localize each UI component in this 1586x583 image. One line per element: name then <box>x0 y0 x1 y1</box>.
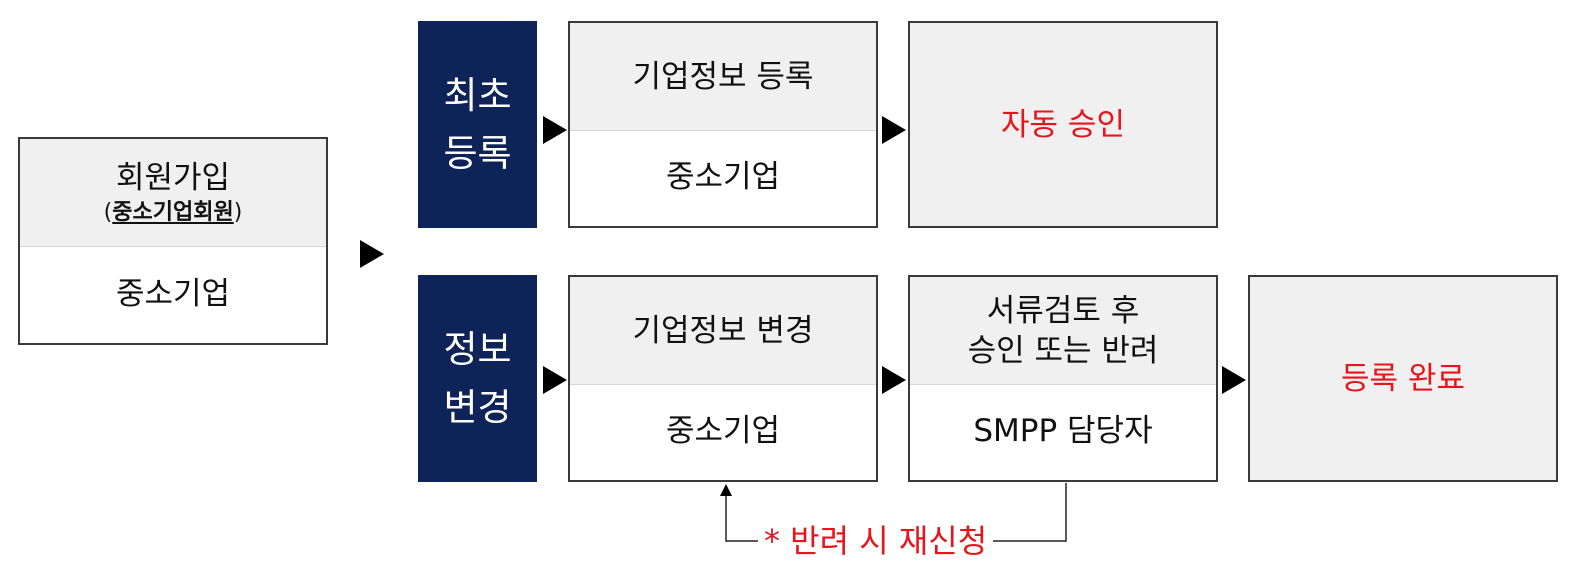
signup-title: 회원가입 <box>115 159 231 196</box>
auto-approval-box: 자동 승인 <box>908 21 1218 228</box>
signup-subtitle-text: 중소기업회원 <box>112 199 234 225</box>
signup-box: 회원가입 (중소기업회원) 중소기업 <box>18 137 328 345</box>
register-step-actor: 중소기업 <box>665 159 781 195</box>
row2-arrow-3-icon <box>1222 366 1246 394</box>
row1-arrow-2-icon <box>882 116 906 144</box>
review-step-header: 서류검토 후 승인 또는 반려 <box>910 277 1216 385</box>
tag-initial-registration: 최초 등록 <box>418 21 537 228</box>
register-step-actor-cell: 중소기업 <box>570 128 876 226</box>
change-step-title: 기업정보 변경 <box>632 312 814 349</box>
change-step-header: 기업정보 변경 <box>570 277 876 385</box>
review-step-actor: SMPP 담당자 <box>973 413 1153 449</box>
auto-approval-label: 자동 승인 <box>1001 106 1125 143</box>
row1-arrow-1-icon <box>543 116 567 144</box>
rejection-reapply-note: * 반려 시 재신청 <box>758 521 994 561</box>
signup-actor: 중소기업 <box>115 275 231 312</box>
register-step-box: 기업정보 등록 중소기업 <box>568 21 878 228</box>
tag-change-line1: 정보 <box>443 327 512 371</box>
change-step-actor: 중소기업 <box>665 413 781 449</box>
signup-subtitle: (중소기업회원) <box>103 199 243 225</box>
signup-actor-cell: 중소기업 <box>20 244 326 343</box>
main-arrow-icon <box>360 240 384 268</box>
tag-initial-line1: 최초 <box>443 73 512 117</box>
registration-complete-label: 등록 완료 <box>1341 360 1465 397</box>
tag-change-line2: 변경 <box>443 385 512 429</box>
tag-initial-line2: 등록 <box>443 131 512 175</box>
feedback-arrowhead-icon <box>720 484 732 496</box>
review-step-line1: 서류검토 후 <box>986 292 1140 329</box>
registration-complete-box: 등록 완료 <box>1248 275 1558 482</box>
tag-info-change: 정보 변경 <box>418 275 537 482</box>
row2-arrow-2-icon <box>882 366 906 394</box>
review-step-box: 서류검토 후 승인 또는 반려 SMPP 담당자 <box>908 275 1218 482</box>
register-step-title: 기업정보 등록 <box>632 58 814 95</box>
signup-header: 회원가입 (중소기업회원) <box>20 139 326 247</box>
register-step-header: 기업정보 등록 <box>570 23 876 131</box>
change-step-box: 기업정보 변경 중소기업 <box>568 275 878 482</box>
review-step-line2: 승인 또는 반려 <box>967 332 1159 369</box>
row2-arrow-1-icon <box>543 366 567 394</box>
change-step-actor-cell: 중소기업 <box>570 382 876 480</box>
review-step-actor-cell: SMPP 담당자 <box>910 382 1216 480</box>
